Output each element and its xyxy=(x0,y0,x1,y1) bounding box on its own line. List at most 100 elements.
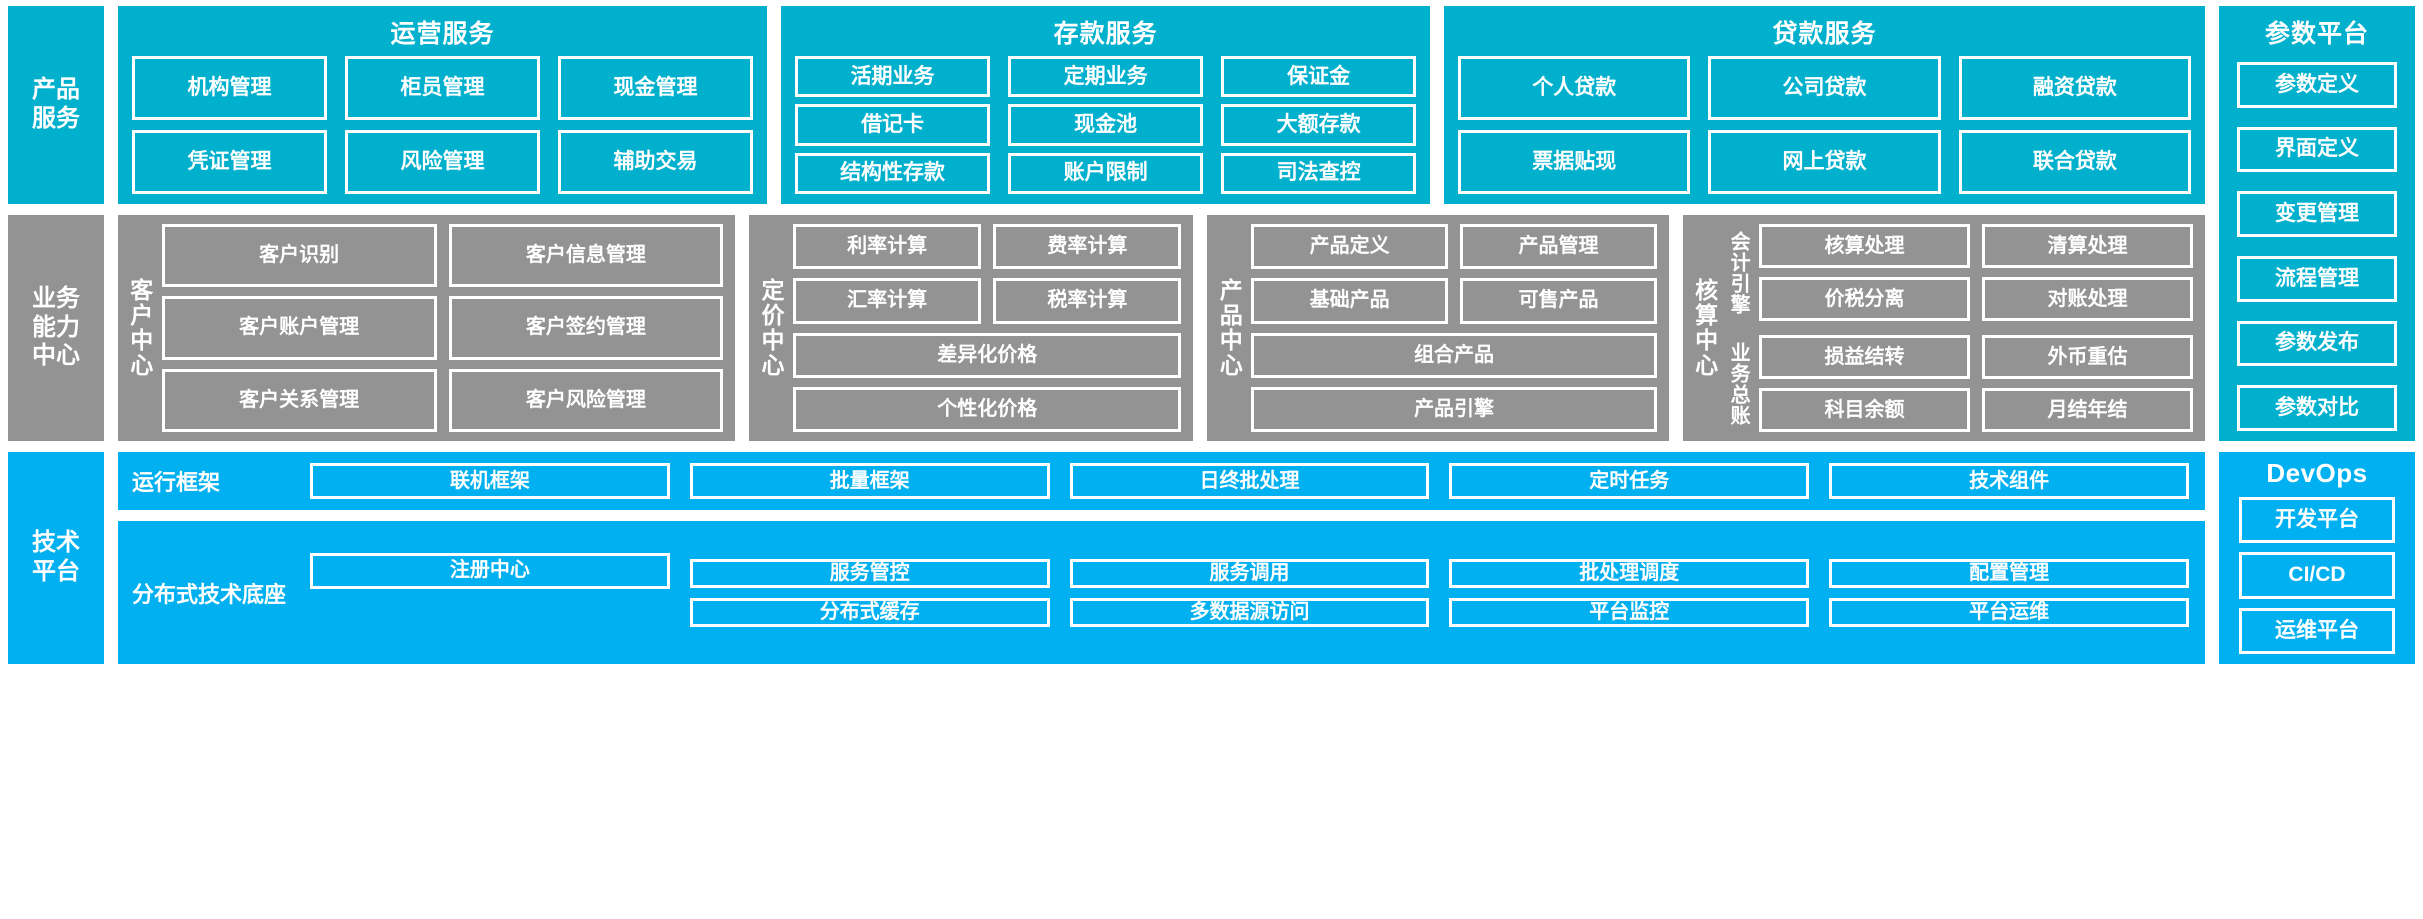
group-title: 运营服务 xyxy=(390,20,495,48)
service-chip[interactable]: 公司贷款 xyxy=(1708,56,1941,120)
devops-chip[interactable]: 开发平台 xyxy=(2239,497,2395,544)
tech-column: 服务管控 分布式缓存 xyxy=(689,558,1050,627)
center-label: 定价中心 xyxy=(758,278,785,378)
capability-chip[interactable]: 费率计算 xyxy=(993,224,1182,270)
item-row: 个性化价格 xyxy=(793,386,1182,432)
item-row: 组合产品 xyxy=(1251,332,1657,378)
capability-chip[interactable]: 月结年结 xyxy=(1982,388,2193,432)
parameter-chip[interactable]: 参数对比 xyxy=(2236,385,2397,432)
tech-chip[interactable]: 定时任务 xyxy=(1449,463,1810,499)
parameter-chip[interactable]: 变更管理 xyxy=(2236,191,2397,238)
capability-chip[interactable]: 价税分离 xyxy=(1759,277,1971,321)
item-row: 基础产品 可售产品 xyxy=(1251,278,1657,324)
capability-chip[interactable]: 对账处理 xyxy=(1982,277,2193,321)
tech-column: 服务调用 多数据源访问 xyxy=(1069,558,1430,627)
tech-chip[interactable]: 服务管控 xyxy=(689,558,1050,588)
parameter-chip[interactable]: 参数发布 xyxy=(2236,320,2397,367)
service-chip[interactable]: 融资贷款 xyxy=(1958,56,2191,120)
service-chip[interactable]: 结构性存款 xyxy=(795,152,991,194)
capability-chip[interactable]: 个性化价格 xyxy=(793,386,1182,432)
tech-chip[interactable]: 配置管理 xyxy=(1829,558,2189,588)
tech-chip[interactable]: 平台监控 xyxy=(1449,597,1810,627)
capability-chip[interactable]: 产品管理 xyxy=(1460,224,1657,270)
center-product: 产品中心 产品定义 产品管理 基础产品 可售产品 组合产品 产品引擎 xyxy=(1207,215,1669,441)
item-row: 凭证管理 风险管理 辅助交易 xyxy=(132,130,754,194)
band-runtime-framework: 运行框架 联机框架 批量框架 日终批处理 定时任务 技术组件 xyxy=(118,452,2205,510)
tech-chip[interactable]: 服务调用 xyxy=(1069,558,1430,588)
service-chip[interactable]: 保证金 xyxy=(1221,56,1417,98)
capability-chip[interactable]: 损益结转 xyxy=(1759,335,1971,379)
service-chip[interactable]: 活期业务 xyxy=(795,56,991,98)
center-customer: 客户中心 客户识别 客户信息管理 客户账户管理 客户签约管理 客户关系管理 客户… xyxy=(118,215,736,441)
capability-chip[interactable]: 组合产品 xyxy=(1251,332,1657,378)
center-items: 利率计算 费率计算 汇率计算 税率计算 差异化价格 个性化价格 xyxy=(793,224,1182,432)
subgroup-label: 业务总账 xyxy=(1727,341,1750,426)
tech-chip[interactable]: 多数据源访问 xyxy=(1069,597,1430,627)
parameter-platform-spacer xyxy=(2219,215,2415,441)
row-label-technology-platform: 技术 平台 xyxy=(8,452,104,664)
parameter-chip[interactable]: 参数定义 xyxy=(2236,62,2397,108)
item-row: 客户关系管理 客户风险管理 xyxy=(161,368,724,432)
devops-title: DevOps xyxy=(2266,458,2368,488)
capability-chip[interactable]: 利率计算 xyxy=(793,224,982,270)
service-chip[interactable]: 定期业务 xyxy=(1008,56,1204,98)
item-row: 核算处理 清算处理 xyxy=(1759,224,2193,268)
capability-chip[interactable]: 客户签约管理 xyxy=(448,296,724,360)
band-label: 运行框架 xyxy=(132,470,221,495)
parameter-chip[interactable]: 界面定义 xyxy=(2236,126,2397,173)
product-services-row: 产品 服务 运营服务 机构管理 柜员管理 现金管理 凭证管理 风险管理 辅助交易… xyxy=(0,6,2423,441)
item-row: 汇率计算 税率计算 xyxy=(793,278,1182,324)
service-chip[interactable]: 网上贷款 xyxy=(1708,130,1941,194)
band-items: 联机框架 批量框架 日终批处理 定时任务 技术组件 xyxy=(310,463,2189,499)
service-chip[interactable]: 现金池 xyxy=(1008,104,1204,146)
item-row: 结构性存款 账户限制 司法查控 xyxy=(795,152,1417,194)
service-chip[interactable]: 大额存款 xyxy=(1221,104,1417,146)
capability-chip[interactable]: 外币重估 xyxy=(1982,335,2193,379)
service-chip[interactable]: 司法查控 xyxy=(1221,152,1417,194)
center-subgroups: 会计引擎 核算处理 清算处理 价税分离 对账处理 业务总账 xyxy=(1727,224,2193,432)
tech-chip[interactable]: 批处理调度 xyxy=(1449,558,1810,588)
tech-chip[interactable]: 平台运维 xyxy=(1829,597,2189,627)
service-chip[interactable]: 借记卡 xyxy=(795,104,991,146)
service-chip[interactable]: 风险管理 xyxy=(345,130,541,194)
devops-chip[interactable]: 运维平台 xyxy=(2239,607,2395,654)
capability-chip[interactable]: 清算处理 xyxy=(1982,224,2193,268)
service-chip[interactable]: 柜员管理 xyxy=(345,56,541,120)
group-title: 存款服务 xyxy=(1053,20,1158,48)
tech-column: 配置管理 平台运维 xyxy=(1829,558,2189,627)
parameter-chip[interactable]: 流程管理 xyxy=(2236,256,2397,302)
service-chip[interactable]: 辅助交易 xyxy=(558,130,754,194)
service-chip[interactable]: 联合贷款 xyxy=(1958,130,2191,194)
capability-chip[interactable]: 产品引擎 xyxy=(1251,386,1657,432)
capability-chip[interactable]: 核算处理 xyxy=(1759,224,1971,268)
item-row: 产品引擎 xyxy=(1251,386,1657,432)
tech-chip-registry[interactable]: 注册中心 xyxy=(310,552,670,589)
capability-chip[interactable]: 客户风险管理 xyxy=(448,368,724,432)
capability-chip[interactable]: 税率计算 xyxy=(993,278,1182,324)
center-items: 客户识别 客户信息管理 客户账户管理 客户签约管理 客户关系管理 客户风险管理 xyxy=(161,224,724,432)
service-chip[interactable]: 机构管理 xyxy=(132,56,328,120)
tech-chip[interactable]: 分布式缓存 xyxy=(689,597,1050,627)
capability-chip[interactable]: 客户账户管理 xyxy=(161,296,437,360)
center-label: 产品中心 xyxy=(1216,278,1243,378)
capability-chip[interactable]: 差异化价格 xyxy=(793,332,1182,378)
capability-chip[interactable]: 客户关系管理 xyxy=(161,368,437,432)
center-label: 核算中心 xyxy=(1691,278,1718,378)
tech-chip[interactable]: 日终批处理 xyxy=(1069,463,1430,499)
devops-chip[interactable]: CI/CD xyxy=(2239,552,2395,599)
capability-chip[interactable]: 可售产品 xyxy=(1460,278,1657,324)
service-chip[interactable]: 票据贴现 xyxy=(1458,130,1691,194)
capability-chip[interactable]: 客户识别 xyxy=(161,224,437,288)
capability-chip[interactable]: 产品定义 xyxy=(1251,224,1449,270)
tech-chip[interactable]: 技术组件 xyxy=(1829,463,2189,499)
service-chip[interactable]: 现金管理 xyxy=(558,56,754,120)
service-chip[interactable]: 账户限制 xyxy=(1008,152,1204,194)
capability-chip[interactable]: 汇率计算 xyxy=(793,278,982,324)
tech-chip[interactable]: 联机框架 xyxy=(310,463,670,499)
service-chip[interactable]: 凭证管理 xyxy=(132,130,328,194)
capability-chip[interactable]: 科目余额 xyxy=(1759,388,1971,432)
capability-chip[interactable]: 基础产品 xyxy=(1251,278,1449,324)
capability-chip[interactable]: 客户信息管理 xyxy=(448,224,724,288)
tech-chip[interactable]: 批量框架 xyxy=(689,463,1050,499)
service-chip[interactable]: 个人贷款 xyxy=(1458,56,1691,120)
